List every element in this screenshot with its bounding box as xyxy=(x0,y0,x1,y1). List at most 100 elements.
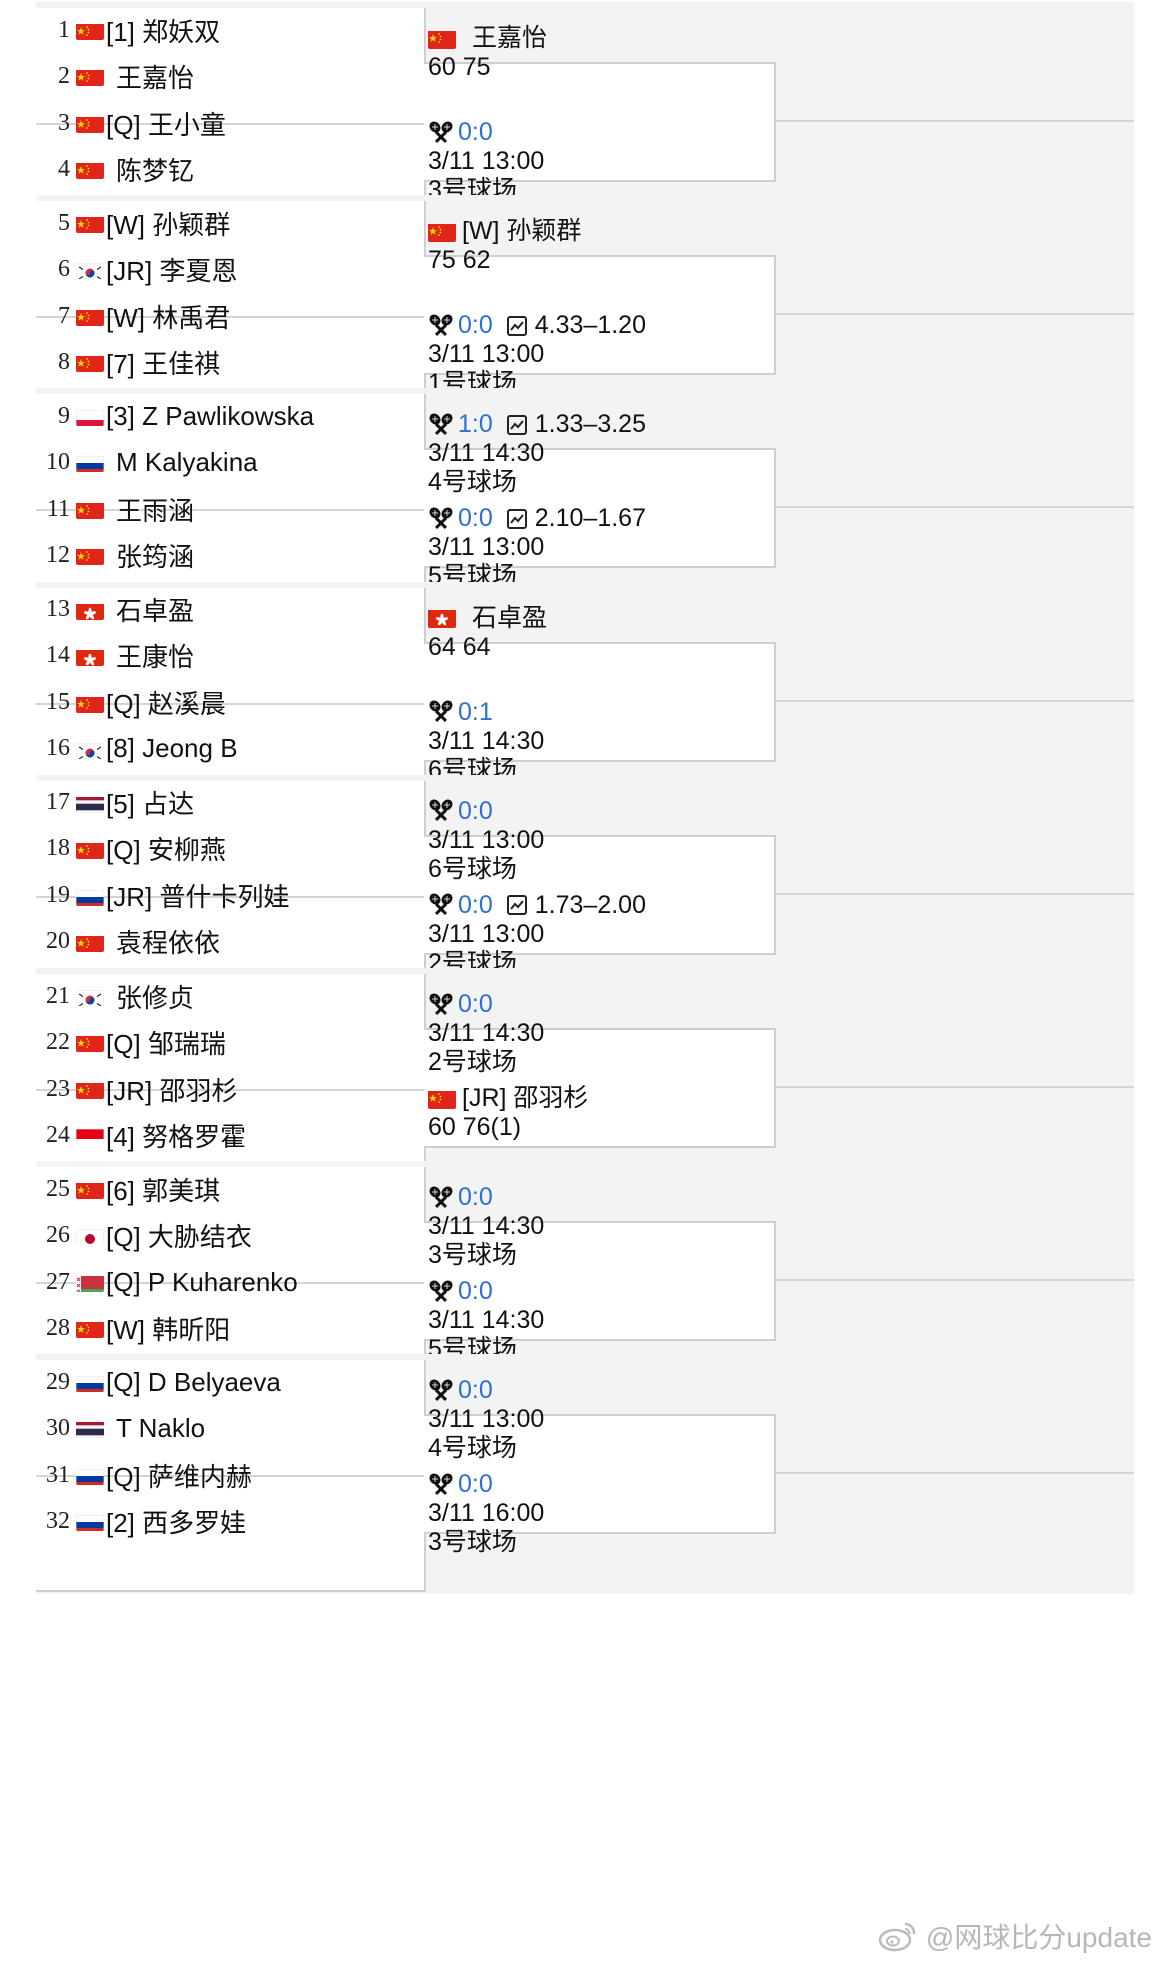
match-schedule[interactable]: 0:0 4.33–1.20 3/11 13:00 1号球场 xyxy=(428,311,808,398)
betting-odds[interactable]: 1.33–3.25 xyxy=(534,410,646,439)
match-schedule[interactable]: 0:0 3/11 16:00 3号球场 xyxy=(428,1470,808,1557)
player-name: [6] 郭美琪 xyxy=(106,1175,221,1206)
player-row[interactable]: 26 [Q] 大胁结衣 xyxy=(36,1213,416,1257)
h2h-line: 0:0 4.33–1.20 xyxy=(428,311,808,340)
draw-position: 32 xyxy=(46,1507,70,1534)
player-row[interactable]: 28 [W] 韩昕阳 xyxy=(36,1306,416,1350)
betting-odds[interactable]: 2.10–1.67 xyxy=(534,504,646,533)
player-row[interactable]: 8 [7] 王佳祺 xyxy=(36,340,416,384)
player-name: 张修贞 xyxy=(116,982,195,1013)
crossed-rackets-icon xyxy=(429,893,453,916)
player-row[interactable]: 23 [JR] 邵羽杉 xyxy=(36,1067,416,1111)
h2h-record[interactable]: 0:1 xyxy=(458,697,493,726)
crossed-rackets-icon xyxy=(429,1186,453,1208)
crossed-rackets-icon xyxy=(429,799,453,822)
match-schedule[interactable]: 0:0 3/11 14:30 3号球场 xyxy=(428,1183,808,1270)
player-row[interactable]: 10 M Kalyakina xyxy=(36,440,416,484)
draw-position: 12 xyxy=(46,541,70,568)
player-row[interactable]: 14 王康怡 xyxy=(36,634,416,678)
match-datetime: 3/11 13:00 xyxy=(428,1405,545,1434)
h2h-record[interactable]: 0:0 xyxy=(458,504,493,533)
player-row[interactable]: 9 [3] Z Pawlikowska xyxy=(36,394,416,438)
country-flag-icon xyxy=(76,793,104,813)
court-name: 6号球场 xyxy=(428,854,517,883)
h2h-record[interactable]: 0:0 xyxy=(458,1277,493,1306)
draw-position: 19 xyxy=(46,882,70,909)
h2h-record[interactable]: 0:0 xyxy=(458,796,493,825)
match-result[interactable]: [W] 孙颖群 75 62 xyxy=(428,217,808,275)
player-name: 石卓盈 xyxy=(116,596,195,627)
h2h-record[interactable]: 0:0 xyxy=(458,890,493,919)
player-row[interactable]: 3 [Q] 王小童 xyxy=(36,101,416,145)
watermark-text: @网球比分update xyxy=(925,1922,1152,1953)
player-row[interactable]: 2 王嘉怡 xyxy=(36,54,416,98)
h2h-record[interactable]: 0:0 xyxy=(458,1183,493,1212)
h2h-line: 0:0 xyxy=(428,118,808,147)
player-row[interactable]: 29 [Q] D Belyaeva xyxy=(36,1360,416,1404)
player-row[interactable]: 12 张筠涵 xyxy=(36,533,416,577)
player-row[interactable]: 7 [W] 林禹君 xyxy=(36,294,416,338)
draw-position: 13 xyxy=(46,596,70,623)
player-row[interactable]: 4 陈梦钇 xyxy=(36,147,416,191)
match-schedule[interactable]: 0:0 3/11 13:00 6号球场 xyxy=(428,797,808,884)
h2h-record[interactable]: 0:0 xyxy=(458,311,493,340)
player-row[interactable]: 19 [JR] 普什卡列娃 xyxy=(36,874,416,918)
bracket-line xyxy=(776,699,1134,702)
player-row[interactable]: 15 [Q] 赵溪晨 xyxy=(36,681,416,725)
player-row[interactable]: 32 [2] 西多罗娃 xyxy=(36,1499,416,1543)
country-flag-icon xyxy=(76,545,104,566)
draw-position: 27 xyxy=(46,1268,70,1295)
match-result[interactable]: 石卓盈 64 64 xyxy=(428,604,808,662)
h2h-line: 0:0 xyxy=(428,1470,808,1499)
player-row[interactable]: 30 T Naklo xyxy=(36,1406,416,1450)
h2h-line: 0:0 2.10–1.67 xyxy=(428,504,808,533)
player-row[interactable]: 20 袁程依依 xyxy=(36,920,416,964)
match-result[interactable]: [JR] 邵羽杉 60 76(1) xyxy=(428,1084,808,1142)
player-row[interactable]: 11 王雨涵 xyxy=(36,487,416,531)
h2h-record[interactable]: 0:0 xyxy=(458,990,493,1018)
country-flag-icon xyxy=(76,452,104,473)
divider xyxy=(36,895,424,898)
player-row[interactable]: 6 [JR] 李夏恩 xyxy=(36,247,416,291)
match-datetime: 3/11 14:30 xyxy=(428,1212,545,1241)
draw-position: 25 xyxy=(46,1175,70,1202)
player-row[interactable]: 31 [Q] 萨维内赫 xyxy=(36,1453,416,1497)
match-schedule[interactable]: 0:0 3/11 14:30 2号球场 xyxy=(428,990,808,1077)
betting-odds[interactable]: 4.33–1.20 xyxy=(534,311,646,340)
player-row[interactable]: 18 [Q] 安柳燕 xyxy=(36,827,416,871)
match-schedule[interactable]: 0:0 3/11 14:30 5号球场 xyxy=(428,1277,808,1364)
country-flag-icon xyxy=(76,1179,104,1200)
draw-position: 3 xyxy=(58,109,70,136)
player-row[interactable]: 21 张修贞 xyxy=(36,974,416,1018)
country-flag-icon xyxy=(428,608,456,629)
match-schedule[interactable]: 0:0 3/11 13:00 3号球场 xyxy=(428,118,808,205)
player-row[interactable]: 1 [1] 郑妖双 xyxy=(36,8,416,52)
match-result[interactable]: 王嘉怡 60 75 xyxy=(428,24,808,82)
betting-odds[interactable]: 1.73–2.00 xyxy=(534,890,646,919)
match-datetime: 3/11 13:00 xyxy=(428,533,545,562)
match-schedule[interactable]: 0:0 1.73–2.00 3/11 13:00 2号球场 xyxy=(428,891,808,978)
match-schedule[interactable]: 0:0 3/11 13:00 4号球场 xyxy=(428,1376,808,1463)
h2h-record[interactable]: 1:0 xyxy=(458,410,493,439)
player-row[interactable]: 22 [Q] 邹瑞瑞 xyxy=(36,1020,416,1064)
crossed-rackets-icon xyxy=(429,700,453,723)
player-row[interactable]: 13 石卓盈 xyxy=(36,588,416,632)
player-row[interactable]: 25 [6] 郭美琪 xyxy=(36,1167,416,1211)
country-flag-icon xyxy=(76,499,104,520)
match-schedule[interactable]: 0:1 3/11 14:30 6号球场 xyxy=(428,698,808,785)
player-row[interactable]: 16 [8] Jeong B xyxy=(36,727,416,771)
crossed-rackets-icon xyxy=(429,1379,453,1401)
player-row[interactable]: 5 [W] 孙颖群 xyxy=(36,201,416,245)
draw-position: 14 xyxy=(46,642,70,669)
match-score: 60 76(1) xyxy=(428,1113,522,1141)
draw-position: 26 xyxy=(46,1221,70,1248)
court-name: 4号球场 xyxy=(428,468,517,497)
h2h-record[interactable]: 0:0 xyxy=(458,118,493,146)
match-schedule[interactable]: 0:0 2.10–1.67 3/11 13:00 5号球场 xyxy=(428,504,808,591)
player-row[interactable]: 24 [4] 努格罗霍 xyxy=(36,1113,416,1157)
match-schedule[interactable]: 1:0 1.33–3.25 3/11 14:30 4号球场 xyxy=(428,410,808,497)
player-row[interactable]: 17 [5] 占达 xyxy=(36,781,416,825)
h2h-record[interactable]: 0:0 xyxy=(458,1376,493,1405)
h2h-record[interactable]: 0:0 xyxy=(458,1470,493,1499)
player-row[interactable]: 27 [Q] P Kuharenko xyxy=(36,1260,416,1304)
